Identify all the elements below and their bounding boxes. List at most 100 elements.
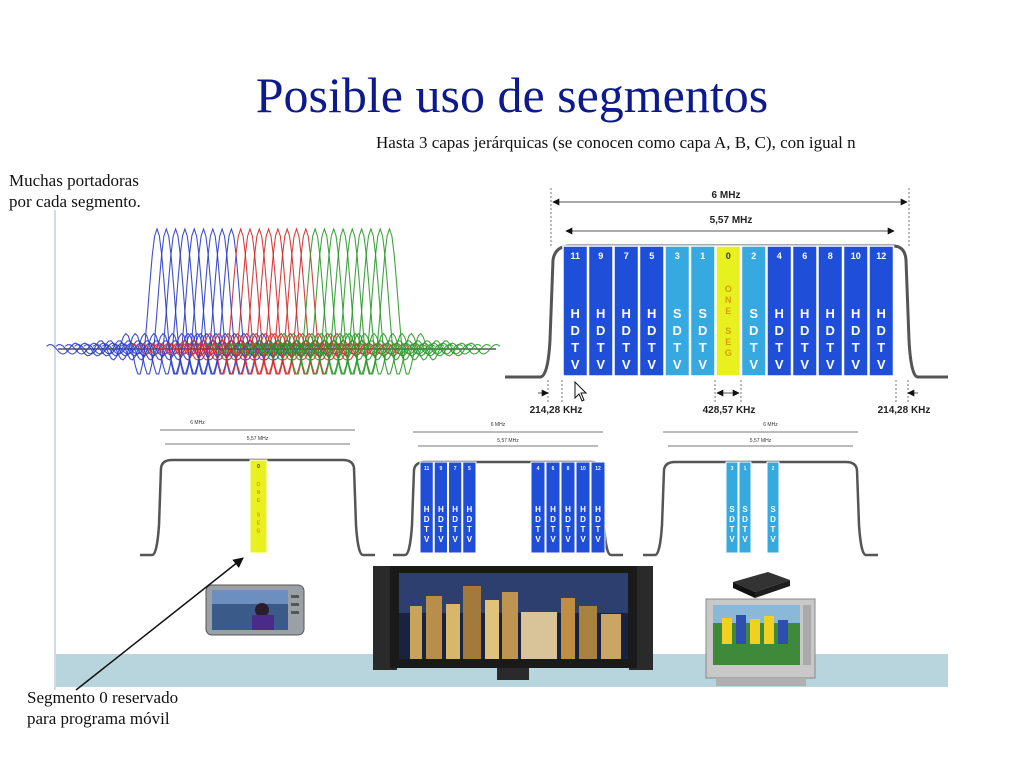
segment-letter: D	[580, 515, 586, 524]
segment-letter: T	[730, 525, 735, 534]
segment-block	[842, 245, 869, 377]
segment-letter: V	[535, 535, 541, 544]
main-segments: 11HDTV9HDTV7HDTV5HDTV3SDTV1SDTV0ONESEG2S…	[562, 245, 895, 377]
main-spectrum: 6 MHz 5,57 MHz 11HDTV9HDTV7HDTV5HDTV3SDT…	[505, 188, 948, 416]
segment-block	[448, 461, 463, 554]
segment-letter: D	[749, 323, 758, 338]
segment-block	[462, 461, 477, 554]
segment-block	[590, 461, 606, 554]
segment-letter: D	[595, 515, 601, 524]
segment-number: 9	[439, 466, 442, 472]
segment-block	[664, 245, 691, 377]
segment-letter: V	[877, 357, 886, 372]
segment-letter: T	[566, 525, 571, 534]
segment-letter: H	[550, 505, 556, 514]
segment-block	[715, 245, 742, 377]
cursor-icon	[574, 380, 588, 402]
segment-number: 7	[454, 466, 457, 472]
segment-block	[740, 245, 767, 377]
segment-block	[530, 461, 546, 554]
segment-number: 6	[552, 466, 555, 472]
segment-letter: H	[535, 505, 541, 514]
segment-letter: T	[453, 525, 458, 534]
ofdm-carriers	[46, 227, 501, 375]
segment-block	[766, 461, 780, 554]
segment-letter: S	[725, 326, 731, 336]
segment-letter: D	[698, 323, 707, 338]
small-spectrum-mask	[643, 460, 878, 557]
segment0-pointer-arrow	[75, 557, 244, 691]
segment-letter: V	[729, 535, 735, 544]
segment-letter: D	[742, 515, 748, 524]
segment-letter: S	[673, 306, 682, 321]
segment-letter: D	[535, 515, 541, 524]
small-bw-total-label: 6 MHz	[190, 420, 205, 426]
slide-title: Posible uso de segmentos	[255, 67, 769, 123]
segment-number: 9	[598, 251, 603, 261]
segment-letter: T	[801, 340, 809, 355]
note-segment0: Segmento 0 reservado para programa móvil	[27, 688, 179, 728]
segment-letter: T	[771, 525, 776, 534]
segment-number: 5	[468, 466, 471, 472]
hdtv-television-icon	[373, 566, 653, 680]
small-spectrum-mask	[393, 460, 623, 557]
segment-letter: H	[596, 306, 605, 321]
segment-letter: V	[467, 535, 473, 544]
segment-letter: E	[725, 306, 731, 316]
segment-letter: H	[595, 505, 601, 514]
segment-letter: T	[581, 525, 586, 534]
segment-letter: D	[466, 515, 472, 524]
segment-letter: S	[729, 505, 735, 514]
segment-letter: V	[595, 535, 601, 544]
bw-total-label: 6 MHz	[712, 190, 741, 201]
sdtv-television-icon	[705, 598, 816, 686]
segment-letter: D	[565, 515, 571, 524]
segment-letter: D	[673, 323, 682, 338]
segment-block	[433, 461, 448, 554]
segment-letter: V	[550, 535, 556, 544]
segment-letter: D	[770, 515, 776, 524]
segment-block	[868, 245, 895, 377]
segment-letter: E	[257, 520, 261, 526]
segment-letter: N	[725, 295, 732, 305]
small-bw-total-label: 6 MHz	[491, 422, 506, 428]
segment-letter: D	[800, 323, 809, 338]
slide-subtitle: Hasta 3 capas jerárquicas (se conocen co…	[376, 133, 856, 152]
segment-letter: V	[571, 357, 580, 372]
segment-number: 3	[675, 251, 680, 261]
segment-letter: D	[826, 323, 835, 338]
segment-letter: D	[729, 515, 735, 524]
segment-letter: V	[673, 357, 682, 372]
segment-number: 2	[772, 466, 775, 472]
guard-right-label: 214,28 KHz	[878, 405, 931, 416]
segment-letter: T	[438, 525, 443, 534]
segment-letter: H	[565, 505, 571, 514]
small-bw-useful-label: 5,57 MHz	[750, 438, 772, 444]
segment-letter: D	[647, 323, 656, 338]
segment-number: 1	[744, 466, 747, 472]
segment-letter: V	[596, 357, 605, 372]
segment-letter: H	[424, 505, 430, 514]
segment-number: 10	[580, 466, 586, 472]
small-bw-total-label: 6 MHz	[763, 422, 778, 428]
segment-letter: D	[851, 323, 860, 338]
segment-number: 0	[257, 464, 260, 470]
segment-letter: H	[851, 306, 860, 321]
segment-letter: T	[622, 340, 630, 355]
segment-letter: H	[775, 306, 784, 321]
segment-letter: S	[257, 512, 261, 518]
segment-letter: S	[770, 505, 776, 514]
segment-letter: V	[770, 535, 776, 544]
segment-number: 10	[851, 251, 861, 261]
segment-letter: O	[257, 482, 261, 488]
segment-number: 7	[624, 251, 629, 261]
segment-number: 1	[700, 251, 705, 261]
segment-letter: D	[424, 515, 430, 524]
